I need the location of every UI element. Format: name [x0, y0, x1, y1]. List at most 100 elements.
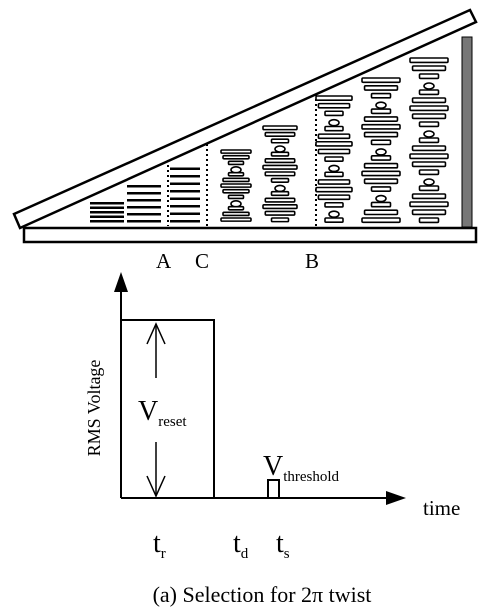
lc-molecule [270, 190, 290, 197]
lc-molecule [409, 57, 449, 64]
lc-molecule [270, 217, 290, 223]
lc-molecule [262, 125, 298, 131]
lc-molecule [227, 160, 245, 166]
lc-molecule [363, 162, 399, 169]
lc-molecule [170, 175, 200, 178]
lc-molecule-end [423, 82, 435, 90]
lc-molecule [127, 199, 161, 202]
v-reset-label: Vreset [137, 396, 188, 430]
lc-molecule [411, 145, 447, 152]
lc-molecule [315, 186, 353, 193]
lc-molecule [90, 215, 124, 218]
lc-molecule [264, 210, 296, 216]
lc-molecule [270, 138, 290, 144]
lc-molecule [227, 171, 245, 177]
lc-molecule [264, 131, 296, 137]
lc-molecule [409, 105, 449, 112]
lc-molecule [170, 190, 200, 193]
lc-molecule [270, 177, 290, 183]
lc-molecule [220, 183, 252, 188]
lc-molecule [363, 84, 399, 91]
reset-pulse [121, 319, 215, 498]
lc-molecule [264, 158, 296, 164]
lc-molecule [90, 220, 124, 223]
lc-molecule [317, 194, 351, 201]
lc-molecule [418, 73, 440, 80]
threshold-pulse [267, 479, 280, 499]
lc-molecule [222, 177, 250, 183]
lc-molecule [411, 209, 447, 216]
lc-molecule [315, 140, 353, 147]
lc-molecule [324, 110, 344, 117]
y-axis-label: RMS Voltage [84, 359, 104, 457]
lc-molecule [411, 97, 447, 104]
lc-molecule [418, 121, 440, 128]
lc-molecule [418, 217, 440, 224]
pulse-graph [114, 272, 406, 505]
lc-molecule [222, 211, 250, 217]
lc-molecule-end [328, 118, 340, 127]
lc-molecule [324, 156, 344, 162]
lc-molecule [170, 182, 200, 185]
lc-molecule-end [375, 148, 387, 156]
lc-molecule [127, 206, 161, 209]
tick-label-td: td [233, 530, 248, 562]
lc-molecule [361, 77, 401, 84]
lc-molecule [127, 213, 161, 216]
lc-molecule [170, 205, 200, 208]
lc-molecule [411, 193, 447, 200]
v-threshold-sub: threshold [283, 469, 340, 485]
lc-molecule [262, 164, 298, 170]
lc-molecule [317, 148, 351, 155]
lc-molecule [363, 131, 399, 138]
reset-arrow-head-down [146, 475, 166, 498]
region-label-a: A [156, 249, 172, 273]
lc-molecule [90, 211, 124, 214]
lc-molecule [418, 137, 440, 144]
lc-molecule [324, 171, 344, 178]
v-reset-main: V [138, 396, 159, 427]
lc-molecule [90, 202, 124, 205]
lc-molecule [411, 113, 447, 120]
lc-molecule-end [375, 101, 387, 110]
lc-molecule [170, 167, 200, 170]
lc-molecule [409, 153, 449, 160]
lc-molecule [418, 89, 440, 96]
tick-tr-main: t [153, 528, 161, 559]
tick-ts-sub: s [283, 546, 290, 562]
lc-molecule [418, 185, 440, 192]
v-reset-sub: reset [158, 414, 187, 430]
x-axis-arrowhead [386, 491, 406, 505]
wedge-cell [12, 8, 478, 244]
tick-label-tr: tr [153, 528, 166, 562]
lc-molecule [361, 123, 401, 130]
lc-molecule [317, 179, 351, 185]
lc-molecule [370, 154, 392, 161]
lc-molecule [170, 197, 200, 200]
lc-molecule [361, 170, 401, 177]
lc-molecule [264, 171, 296, 177]
lc-molecule-end [423, 130, 435, 138]
tick-tr-sub: r [160, 546, 166, 562]
molecule-columns [90, 57, 449, 224]
lc-molecule [270, 151, 290, 157]
lc-molecule [127, 220, 161, 223]
v-threshold-label: Vthreshold [263, 453, 339, 485]
lc-molecule-end [274, 145, 286, 153]
wedge-wall [461, 36, 473, 228]
lc-molecule [220, 217, 252, 222]
lc-molecule [90, 206, 124, 209]
lc-molecule [370, 139, 392, 146]
wedge-top-plate [12, 8, 478, 230]
lc-molecule-end [328, 164, 340, 173]
lc-molecule [411, 161, 447, 168]
y-axis-arrowhead [114, 272, 128, 292]
lc-molecule [418, 169, 440, 176]
lc-molecule [262, 204, 298, 210]
lc-molecule [411, 65, 447, 72]
lc-molecule-end [375, 194, 387, 203]
lc-molecule [363, 116, 399, 122]
lc-molecule [361, 217, 401, 224]
lc-molecule [370, 108, 392, 115]
